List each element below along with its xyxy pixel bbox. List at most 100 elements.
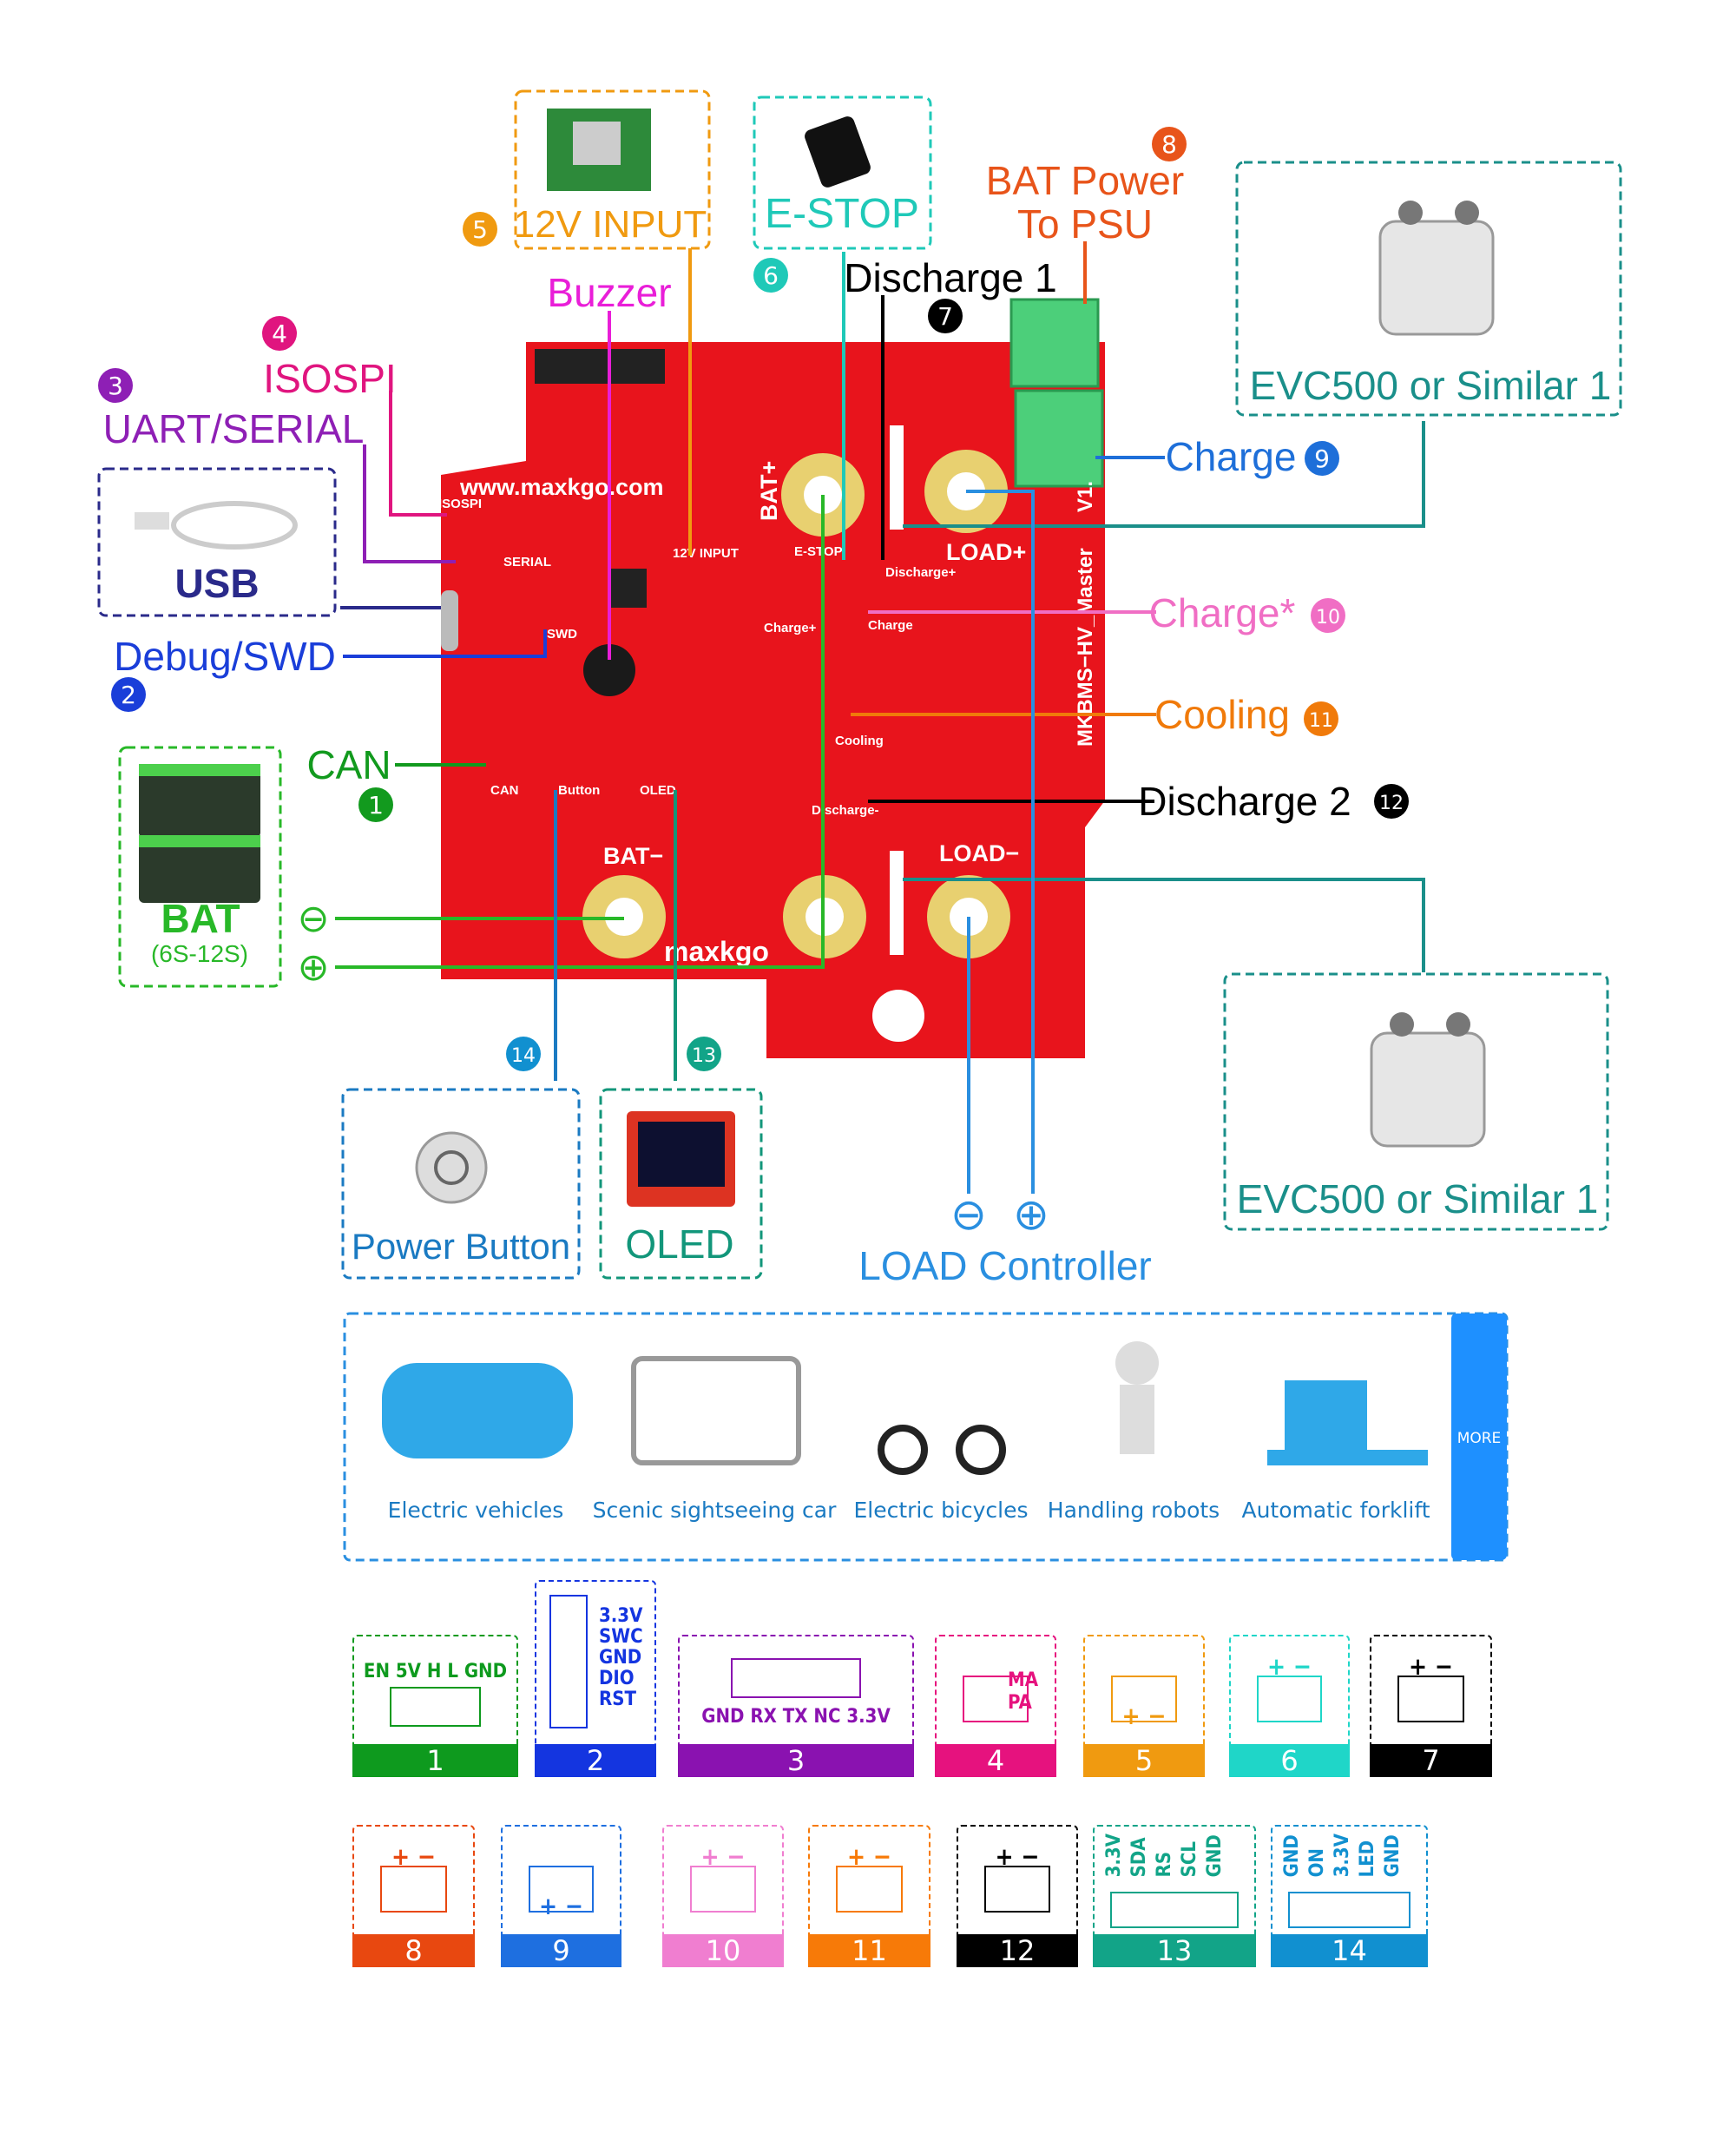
oled-box (599, 1088, 763, 1280)
12v-input-label: 12V INPUT (514, 203, 707, 246)
power-button-box (341, 1088, 581, 1280)
connector-pins: MA PA (1008, 1669, 1039, 1714)
connector-5: + −5 (1083, 1635, 1205, 1777)
board-bat-plus-label: BAT+ (756, 461, 782, 521)
evc-bottom-label: EVC500 or Similar 1 (1237, 1176, 1599, 1221)
badge-13: 13 (692, 1045, 716, 1067)
board-load-plus-label: LOAD+ (946, 539, 1026, 565)
pin-label: ON (1306, 1848, 1328, 1878)
connector-number: 9 (501, 1934, 621, 1967)
bat-range-label: (6S-12S) (151, 940, 248, 967)
app-electric-bicycles: Electric bicycles (853, 1498, 1029, 1523)
badge-7: 7 (937, 302, 953, 331)
pin-label: RST (599, 1689, 637, 1710)
board-version-label: V1. (1074, 481, 1097, 512)
usb-label: USB (174, 561, 259, 606)
badge-5: 5 (472, 215, 488, 244)
can-label: CAN (306, 742, 391, 787)
pin-label: 3.3V (1103, 1834, 1125, 1878)
badge-2: 2 (121, 681, 136, 709)
board-charge-label: Charge (868, 618, 913, 633)
badge-6: 6 (763, 261, 779, 290)
bat-power-label-line1: BAT Power (986, 158, 1184, 203)
connector-number: 8 (352, 1934, 475, 1967)
connector-number: 2 (535, 1744, 656, 1777)
more-strip[interactable] (1451, 1314, 1507, 1560)
connector-3: GND RX TX NC 3.3V 3 (678, 1635, 914, 1777)
load-plus-symbol: ⊕ (1013, 1190, 1049, 1239)
dc-dc-module-image (547, 109, 651, 191)
board-estop-label: E-STOP (794, 544, 843, 559)
debug-swd-label: Debug/SWD (114, 634, 336, 679)
oled-label: OLED (625, 1221, 733, 1267)
leader-lines (335, 241, 1425, 1194)
connector-12: + − 12 (957, 1825, 1078, 1967)
connector-pins: + − (391, 1842, 436, 1871)
connector-8: + − 8 (352, 1825, 475, 1967)
board-discharge-plus-label: Discharge+ (885, 565, 957, 580)
board-button-label: Button (558, 783, 600, 798)
connector-shape (528, 1866, 595, 1913)
connector-9: + −9 (501, 1825, 621, 1967)
connector-6: + − 6 (1229, 1635, 1350, 1777)
connector-shape (836, 1866, 903, 1913)
connector-pins: + − (1409, 1652, 1453, 1681)
usb-c-port (441, 590, 458, 651)
mcu-chip (608, 569, 647, 608)
board-charge-plus-label: Charge+ (764, 621, 817, 635)
connector-shape (962, 1676, 1029, 1722)
estop-box (753, 95, 932, 250)
more-label[interactable]: MORE (1457, 1430, 1502, 1447)
board-bat-minus-label: BAT− (603, 843, 663, 869)
bat-minus-symbol: ⊖ (298, 898, 330, 940)
connector-shape (549, 1595, 588, 1728)
usb-box (97, 467, 337, 617)
badge-14: 14 (511, 1045, 536, 1067)
connector-shape (380, 1866, 447, 1913)
connector-11: + −11 (808, 1825, 930, 1967)
pcb-board (441, 342, 1105, 1058)
pin-label: GND (1281, 1834, 1303, 1878)
connector-pins: + − (1267, 1652, 1312, 1681)
connector-number: 6 (1229, 1744, 1350, 1777)
pin-label: SDA (1128, 1837, 1150, 1878)
connector-pins: EN 5V H L GND (363, 1661, 508, 1682)
connector-pins: + − (700, 1842, 746, 1871)
discharge2-label: Discharge 2 (1138, 779, 1351, 824)
app-automatic-forklift: Automatic forklift (1241, 1498, 1430, 1523)
pin-label: LED (1357, 1840, 1378, 1878)
badge-1: 1 (368, 791, 384, 820)
connector-pins: GND RX TX NC 3.3V (701, 1706, 891, 1728)
battery-cells-image (139, 764, 260, 903)
connector-number: 14 (1271, 1934, 1428, 1967)
board-swd-label: SWD (547, 627, 577, 642)
cooling-label: Cooling (1154, 692, 1290, 737)
uart-label: UART/SERIAL (103, 406, 365, 451)
connector-number: 4 (935, 1744, 1056, 1777)
connector-number: 12 (957, 1934, 1078, 1967)
pin-label: GND (1382, 1834, 1404, 1878)
estop-label: E-STOP (765, 191, 919, 237)
load-minus-symbol: ⊖ (950, 1190, 987, 1239)
connector-number: 3 (678, 1744, 914, 1777)
connector-pins: + − (995, 1842, 1040, 1871)
connector-shape (1110, 1676, 1178, 1722)
board-load-minus-label: LOAD− (939, 840, 1019, 866)
contactor-image-bottom (1370, 1012, 1486, 1148)
connector-shape (1397, 1676, 1464, 1722)
badge-3: 3 (108, 372, 123, 400)
pin-label: GND (1204, 1834, 1226, 1878)
pin-label: RS (1154, 1851, 1175, 1878)
contactor-image-top (1378, 201, 1495, 336)
evc-top-label: EVC500 or Similar 1 (1250, 363, 1612, 408)
pin-label: DIO (599, 1668, 635, 1689)
badge-12: 12 (1379, 793, 1404, 814)
12v-input-box (514, 89, 711, 250)
terminal-block-bat-power (1009, 298, 1100, 388)
app-sightseeing-car: Scenic sightseeing car (592, 1498, 837, 1523)
connector-pins: + − (1121, 1702, 1167, 1730)
